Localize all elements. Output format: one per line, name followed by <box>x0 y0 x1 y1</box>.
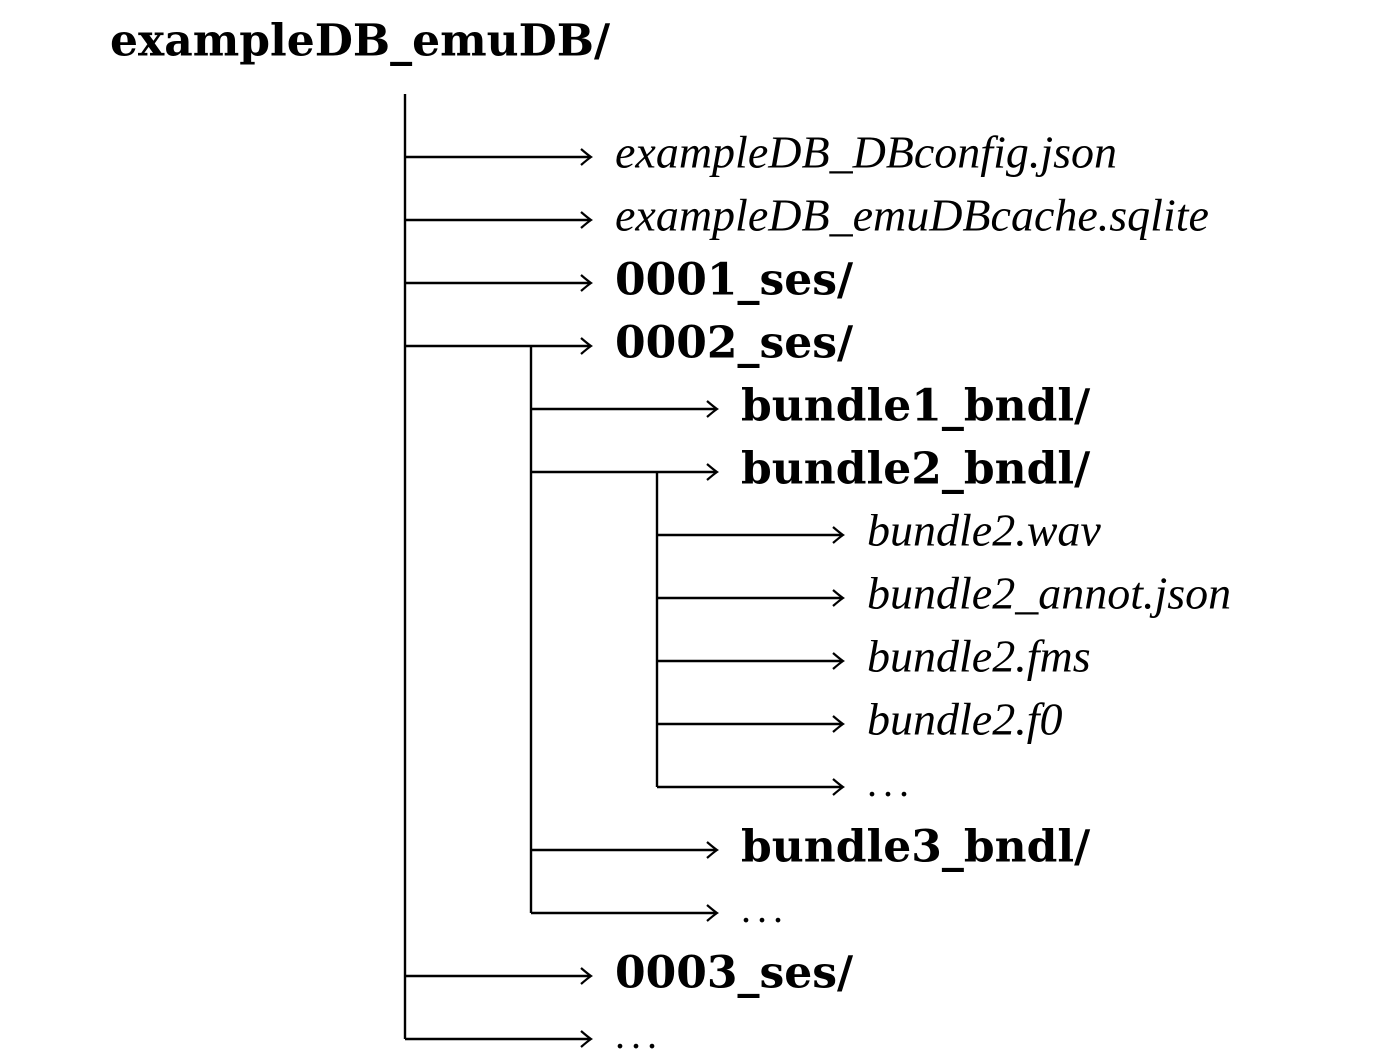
folder-label-0002-ses: 0002_ses/ <box>615 318 854 369</box>
arrow-head <box>832 778 845 796</box>
folder-label-0003-ses: 0003_ses/ <box>615 948 854 999</box>
arrow-head <box>580 1030 593 1048</box>
tree-labels: exampleDB_emuDB/exampleDB_DBconfig.jsone… <box>110 16 1231 1058</box>
arrow-head <box>706 463 719 481</box>
arrow-head <box>580 274 593 292</box>
folder-label-bundle2-bndl: bundle2_bndl/ <box>741 444 1091 495</box>
file-label-bundle2-annot-json: bundle2_annot.json <box>867 568 1231 619</box>
arrow-head <box>706 841 719 859</box>
arrow-head <box>706 904 719 922</box>
file-label-bundle2-f0: bundle2.f0 <box>867 694 1062 745</box>
arrow-head <box>832 526 845 544</box>
arrow-head <box>706 400 719 418</box>
arrow-head <box>832 652 845 670</box>
arrow-head <box>832 589 845 607</box>
tree-connectors <box>403 94 845 1048</box>
ellipsis-more-entries: ... <box>615 1012 663 1057</box>
root-folder-label: exampleDB_emuDB/ <box>110 16 611 67</box>
ellipsis-more-entries: ... <box>741 886 789 931</box>
ellipsis-more-entries: ... <box>867 760 915 805</box>
file-label-exampledb-emudbcache-sqlite: exampleDB_emuDBcache.sqlite <box>615 190 1209 241</box>
folder-label-bundle1-bndl: bundle1_bndl/ <box>741 381 1091 432</box>
arrow-head <box>580 967 593 985</box>
file-label-exampledb-dbconfig-json: exampleDB_DBconfig.json <box>615 127 1117 178</box>
arrow-head <box>580 211 593 229</box>
folder-label-0001-ses: 0001_ses/ <box>615 255 854 306</box>
arrow-head <box>832 715 845 733</box>
file-label-bundle2-fms: bundle2.fms <box>867 631 1091 682</box>
folder-label-bundle3-bndl: bundle3_bndl/ <box>741 822 1091 873</box>
arrow-head <box>580 337 593 355</box>
arrow-head <box>580 148 593 166</box>
file-label-bundle2-wav: bundle2.wav <box>867 505 1101 556</box>
